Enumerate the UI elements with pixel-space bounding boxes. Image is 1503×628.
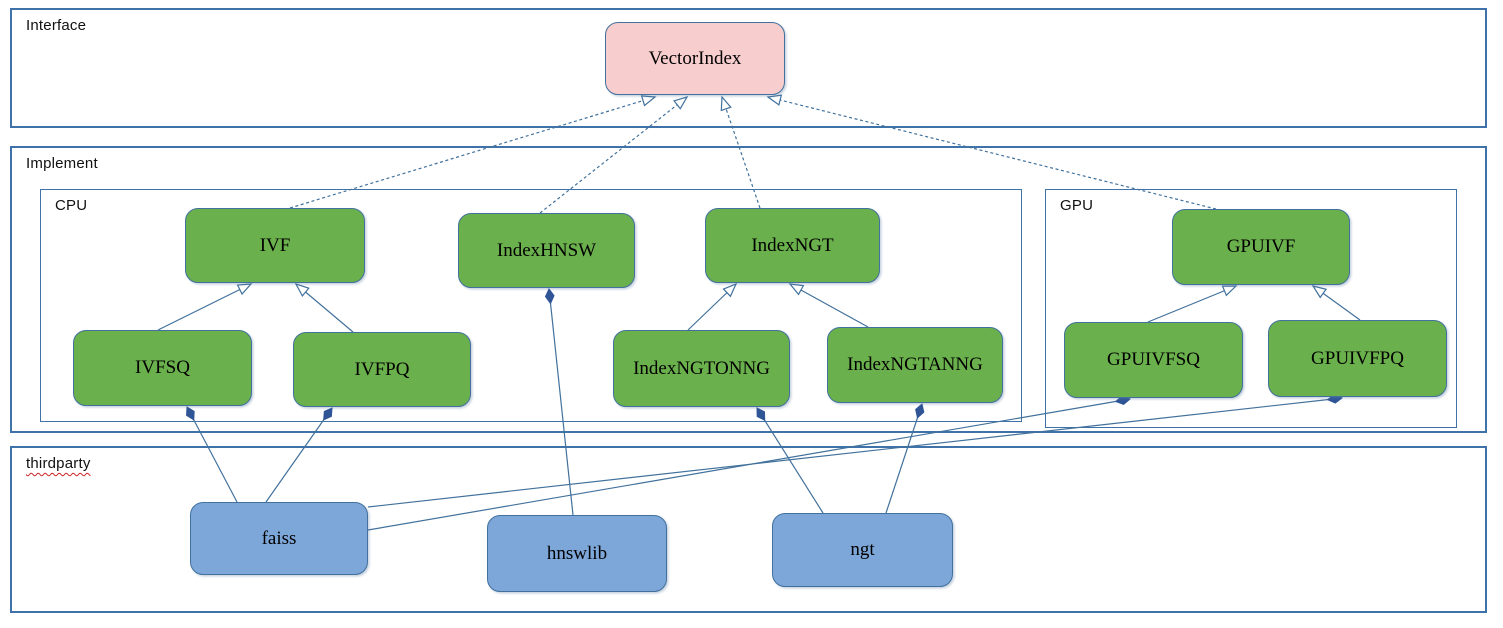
section-label-gpu: GPU	[1060, 197, 1094, 214]
node-hnswlib: hnswlib	[487, 515, 667, 592]
node-indexngtonng: IndexNGTONNG	[613, 330, 790, 407]
node-ivfpq: IVFPQ	[293, 332, 471, 407]
node-gpuivfpq: GPUIVFPQ	[1268, 320, 1447, 397]
section-label-cpu: CPU	[55, 197, 88, 214]
node-ivf: IVF	[185, 208, 365, 283]
node-faiss: faiss	[190, 502, 368, 575]
section-label-thirdparty: thirdparty	[26, 455, 91, 472]
node-gpuivfsq: GPUIVFSQ	[1064, 322, 1243, 398]
node-indexhnsw: IndexHNSW	[458, 213, 635, 288]
node-gpuivf: GPUIVF	[1172, 209, 1350, 285]
node-vectorindex: VectorIndex	[605, 22, 785, 95]
node-ivfsq: IVFSQ	[73, 330, 252, 406]
node-indexngtanng: IndexNGTANNG	[827, 327, 1003, 403]
section-label-interface: Interface	[26, 17, 87, 34]
section-label-implement: Implement	[26, 155, 98, 172]
node-ngt: ngt	[772, 513, 953, 587]
node-indexngt: IndexNGT	[705, 208, 880, 283]
